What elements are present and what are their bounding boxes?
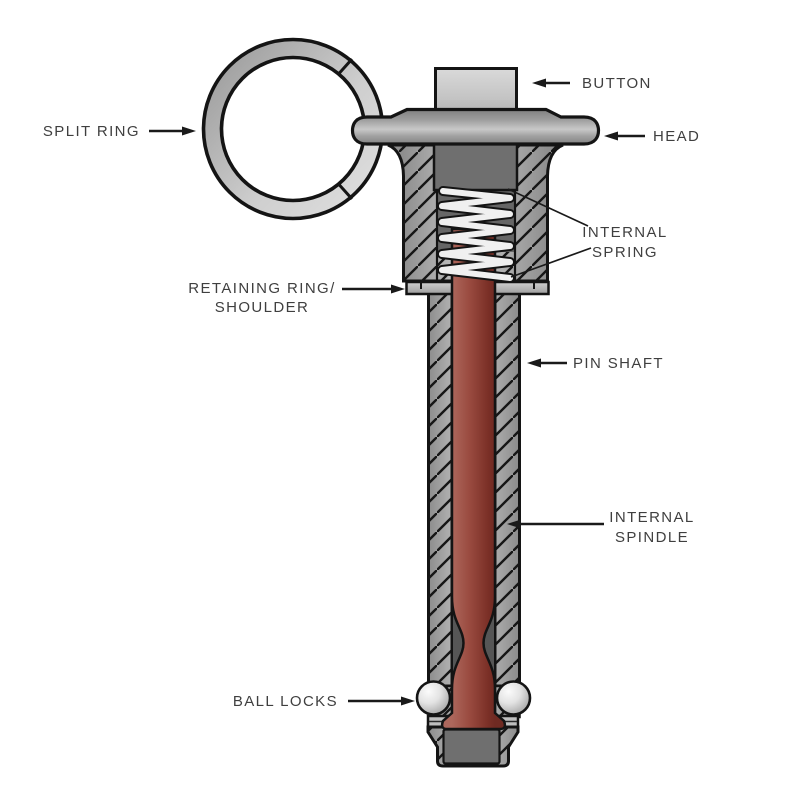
internal-spring-graphic	[437, 186, 515, 283]
spring-leader-bottom	[510, 247, 592, 278]
label-split-ring: SPLIT RING	[43, 123, 140, 140]
tip-core-block	[442, 728, 501, 765]
annotation-arrowheads	[182, 78, 618, 706]
head-graphic	[350, 107, 601, 146]
label-internal-spindle-line1: INTERNAL	[609, 509, 694, 526]
pin-shaft-arrowhead	[527, 358, 541, 368]
label-internal-spring-line1: INTERNAL	[582, 224, 667, 241]
label-retaining-ring-line1: RETAINING RING/	[188, 280, 335, 297]
label-retaining-ring-line2: SHOULDER	[215, 299, 310, 316]
split-ring-gap-top	[337, 57, 354, 75]
head-arrowhead	[604, 131, 618, 141]
spindle-arrowhead	[507, 519, 521, 529]
annotation-arrows	[149, 81, 645, 703]
label-pin-shaft: PIN SHAFT	[573, 355, 664, 372]
internal-spindle-graphic	[440, 227, 507, 731]
split-ring-gap-bottom	[337, 183, 354, 201]
retaining-arrowhead	[391, 284, 405, 294]
ball-lock-left	[415, 680, 452, 716]
label-internal-spindle-line2: SPINDLE	[615, 529, 689, 546]
label-ball-locks: BALL LOCKS	[233, 693, 338, 710]
ball-locks-arrowhead	[401, 696, 415, 706]
label-head: HEAD	[653, 128, 700, 145]
split-ring-arrowhead	[182, 126, 196, 136]
split-ring-inner	[219, 55, 367, 203]
spring-coil	[439, 188, 513, 281]
pin-tip-graphic	[426, 714, 520, 768]
button-stem-block	[432, 142, 519, 192]
button-arrowhead	[532, 78, 546, 88]
label-button: BUTTON	[582, 75, 652, 92]
ball-lock-right	[495, 680, 532, 716]
spring-leader-top	[507, 188, 589, 227]
spring-leader-lines	[507, 188, 592, 278]
label-internal-spring-line2: SPRING	[592, 244, 658, 261]
